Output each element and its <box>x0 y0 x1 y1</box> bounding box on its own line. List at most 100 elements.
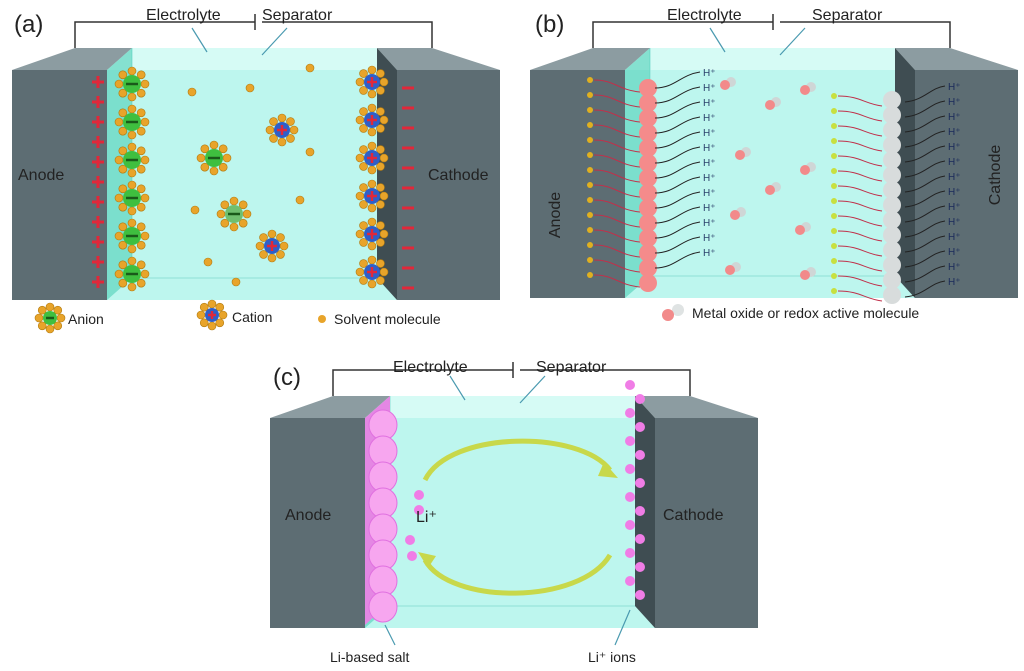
solvent-molecule <box>136 278 146 288</box>
solvent-molecule <box>367 217 377 227</box>
proton-label: H⁺ <box>703 143 716 154</box>
panel-c-anode-label: Anode <box>285 507 331 524</box>
proton-arrow <box>904 205 946 223</box>
charge-arrow <box>593 124 641 138</box>
solvent-molecule <box>355 229 365 239</box>
solvent-molecule <box>305 147 315 157</box>
cathode-top-face <box>895 48 1018 70</box>
solvent-molecule <box>118 184 128 194</box>
solvent-molecule <box>359 145 368 154</box>
panel-b-anode-label: Anode <box>547 192 564 238</box>
solvent-molecule <box>215 302 225 312</box>
metal-oxide-molecule <box>800 85 810 95</box>
charge-arrow <box>593 244 641 258</box>
solvent-molecule <box>140 79 150 89</box>
redox-cluster <box>883 256 901 274</box>
redox-cluster <box>883 121 901 139</box>
solvent-molecule <box>259 233 268 242</box>
solvent-molecule <box>231 277 241 287</box>
solvent-molecule <box>140 231 150 241</box>
proton-arrow <box>654 131 701 149</box>
solvent-molecule <box>53 321 63 331</box>
separator-bracket <box>780 21 951 48</box>
electron <box>831 123 837 129</box>
electron <box>831 288 837 294</box>
cation <box>355 255 389 289</box>
solvent-molecule <box>140 269 150 279</box>
cathode-block <box>655 418 758 628</box>
legend-solvent-label: Solvent molecule <box>334 311 441 327</box>
proton-label: H⁺ <box>948 97 961 108</box>
solvent-molecule <box>269 134 278 143</box>
solvent-molecule <box>200 144 210 154</box>
proton-arrow <box>654 236 701 254</box>
electron <box>587 197 593 203</box>
proton-label: H⁺ <box>948 142 961 153</box>
proton-arrow <box>904 85 946 103</box>
solvent-molecule <box>209 166 219 176</box>
li-ion <box>625 576 635 586</box>
proton-arrow <box>654 176 701 194</box>
solvent-molecule <box>114 117 124 127</box>
solvent-molecule <box>215 318 225 328</box>
proton-label: H⁺ <box>948 232 961 243</box>
proton-arrow <box>654 101 701 119</box>
solvent-molecule <box>267 229 277 239</box>
li-ion <box>635 478 645 488</box>
anion <box>196 140 232 176</box>
charge-arrow <box>837 140 883 152</box>
charge-arrow <box>593 184 641 198</box>
panel-c-li-battery <box>270 362 758 646</box>
panel-a-cathode-label: Cathode <box>428 167 489 184</box>
charge-arrow <box>593 229 641 243</box>
metal-oxide-cluster <box>639 154 657 172</box>
solvent-molecule <box>359 124 368 133</box>
charge-arrow <box>837 215 883 227</box>
solvent-molecule <box>136 70 146 80</box>
solvent-molecule <box>37 321 47 331</box>
anion <box>114 104 150 140</box>
cathode-top-face <box>377 48 500 70</box>
proton-label: H⁺ <box>703 233 716 244</box>
solvent-molecule <box>245 83 255 93</box>
panel-b-pseudocapacitor: H⁺H⁺H⁺H⁺H⁺H⁺H⁺H⁺H⁺H⁺H⁺H⁺H⁺H⁺H⁺H⁺H⁺H⁺H⁺H⁺… <box>530 14 1018 321</box>
solvent-molecule <box>136 202 146 212</box>
redox-cluster <box>883 181 901 199</box>
electron <box>587 242 593 248</box>
solvent-molecule <box>367 255 377 265</box>
electron <box>587 182 593 188</box>
solvent-molecule <box>127 244 137 254</box>
panel-a-tag: (a) <box>14 11 43 38</box>
panel-c-electrolyte-label: Electrolyte <box>393 359 468 376</box>
solvent-molecule <box>199 318 209 328</box>
solvent-molecule <box>136 108 146 118</box>
li-ion <box>625 380 635 390</box>
separator-pointer <box>519 375 546 404</box>
li-ion-label: Li⁺ <box>416 509 437 526</box>
solvent-molecule <box>229 222 239 232</box>
solvent-molecule <box>190 205 200 215</box>
proton-label: H⁺ <box>703 203 716 214</box>
solvent-molecule <box>269 117 278 126</box>
solvent-molecule <box>196 310 206 320</box>
solvent-molecule <box>114 155 124 165</box>
proton-arrow <box>654 86 701 104</box>
metal-oxide-cluster <box>639 139 657 157</box>
charge-arrow <box>837 245 883 257</box>
solvent-molecule <box>127 206 137 216</box>
electron <box>587 137 593 143</box>
solvent-molecule <box>127 180 137 190</box>
metal-oxide-molecule <box>765 100 775 110</box>
redox-cluster <box>883 91 901 109</box>
solvent-molecule <box>187 87 197 97</box>
li-salt-cluster <box>368 591 398 623</box>
metal-oxide-cluster <box>639 229 657 247</box>
anode-top-face <box>270 396 390 418</box>
electron <box>587 227 593 233</box>
electrolyte-region <box>107 70 397 300</box>
solvent-molecule <box>136 184 146 194</box>
solvent-molecule <box>305 63 315 73</box>
metal-oxide-cluster <box>639 259 657 277</box>
solvent-molecule <box>376 200 385 209</box>
panel-c-separator-label: Separator <box>536 359 607 376</box>
